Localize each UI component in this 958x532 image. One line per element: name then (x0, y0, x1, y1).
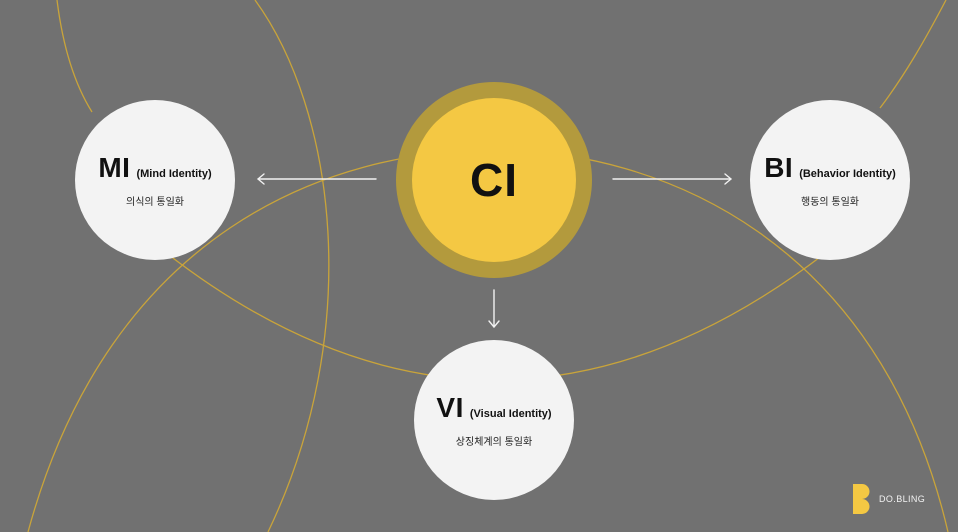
b-logo-icon (853, 484, 870, 514)
mi-abbr: MI (98, 152, 131, 183)
arc-top-left (56, 0, 93, 113)
bi-full-name: (Behavior Identity) (799, 168, 896, 180)
bi-description: 행동의 통일화 (801, 197, 859, 208)
bi-title-row: BI (Behavior Identity) (764, 152, 896, 184)
vi-title-row: VI (Visual Identity) (436, 392, 551, 424)
bi-abbr: BI (764, 152, 794, 183)
vi-abbr: VI (436, 392, 464, 423)
mi-description: 의식의 통일화 (126, 197, 184, 208)
arc-top-right (879, 0, 947, 109)
arrow-right-icon (612, 173, 732, 185)
vi-description: 상징체계의 통일화 (455, 437, 533, 448)
ci-outer-ring: CI (396, 82, 592, 278)
arc-left-large (254, 0, 330, 532)
ci-label: CI (470, 154, 518, 206)
mi-full-name: (Mind Identity) (136, 168, 212, 180)
mi-node: MI (Mind Identity) 의식의 통일화 (75, 100, 235, 260)
bi-node: BI (Behavior Identity) 행동의 통일화 (750, 100, 910, 260)
vi-node: VI (Visual Identity) 상징체계의 통일화 (414, 340, 574, 500)
arrow-left-icon (257, 173, 377, 185)
mi-title-row: MI (Mind Identity) (98, 152, 211, 184)
brand-name: DO.BLING (879, 494, 926, 504)
ci-inner-circle: CI (412, 98, 576, 262)
vi-full-name: (Visual Identity) (469, 408, 552, 420)
brand-logo: DO.BLING (853, 484, 925, 514)
arrow-down-icon (488, 289, 500, 328)
